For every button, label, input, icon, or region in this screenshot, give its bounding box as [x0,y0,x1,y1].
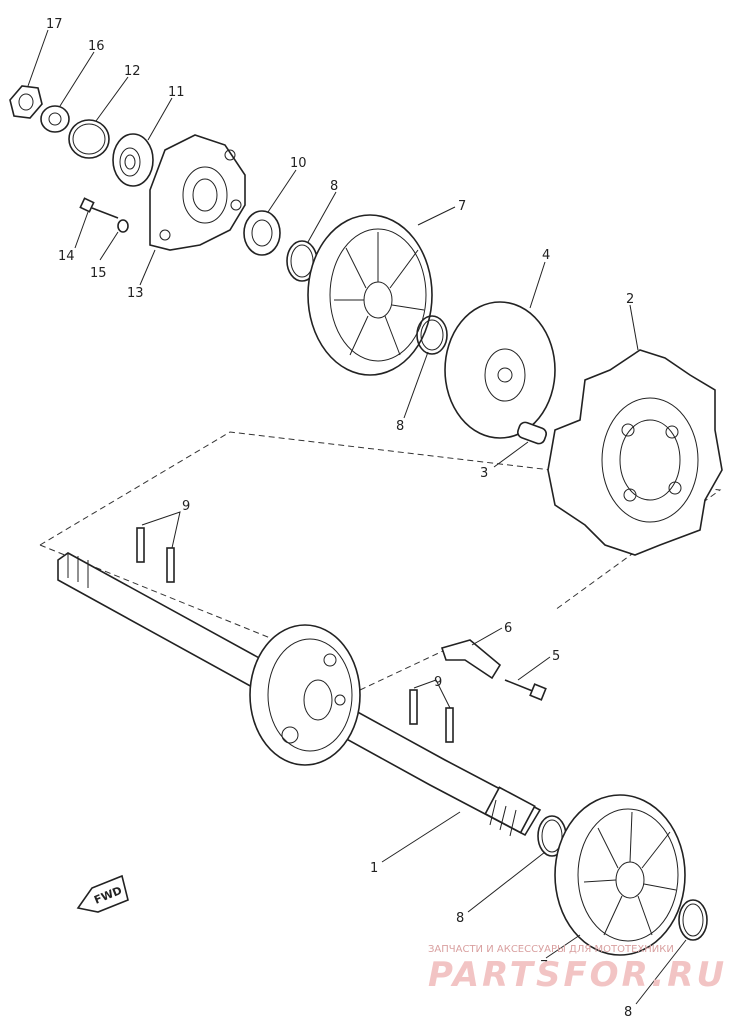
part-9-pins-lower[interactable] [409,689,454,743]
label-4: 4 [542,248,550,263]
label-7-lower: 7 [540,959,548,974]
part-11-bearing[interactable] [112,133,154,187]
part-15-washer[interactable] [117,219,129,233]
label-10: 10 [290,156,307,171]
label-3: 3 [480,466,488,481]
part-17-nut[interactable] [9,85,43,119]
part-7-idler-wheel-upper[interactable] [307,214,433,376]
label-6: 6 [504,621,512,636]
part-6-bracket[interactable] [440,639,502,680]
part-10-oil-seal[interactable] [243,210,281,256]
label-13: 13 [127,286,144,301]
watermark: ЗАПЧАСТИ И АКСЕССУАРЫ ДЛЯ МОТОТЕХНИКИ PA… [428,944,727,995]
label-12: 12 [124,64,141,79]
part-8-ring-middle[interactable] [416,315,448,355]
part-labels: 17 16 12 11 10 8 7 14 15 13 4 2 8 3 9 6 … [46,17,634,1020]
label-8-upper: 8 [330,179,338,194]
label-8-middle: 8 [396,419,404,434]
label-14: 14 [58,249,75,264]
label-2: 2 [626,292,634,307]
label-15: 15 [90,266,107,281]
label-11: 11 [168,85,185,100]
label-16: 16 [88,39,105,54]
watermark-site: PARTSFOR.RU [428,955,727,995]
part-3-collar[interactable] [516,421,548,446]
part-12-circlip[interactable] [68,119,110,159]
watermark-tagline: ЗАПЧАСТИ И АКСЕССУАРЫ ДЛЯ МОТОТЕХНИКИ [428,944,674,955]
label-8-lower: 8 [456,911,464,926]
label-17: 17 [46,17,63,32]
part-4-plate[interactable] [444,301,556,439]
assembly-dashed-line [39,544,301,651]
label-9-upper: 9 [182,499,190,514]
part-14-bolt[interactable] [79,197,119,219]
label-5: 5 [552,649,560,664]
label-7-upper: 7 [458,199,466,214]
label-8-bottom: 8 [624,1005,632,1020]
assembly-dashed-frame [39,431,722,611]
part-16-washer[interactable] [40,105,70,133]
shaft-flange[interactable] [249,624,361,766]
part-5-bolt[interactable] [504,679,547,701]
fwd-arrow: FWD [76,874,129,913]
part-13-bearing-housing[interactable] [149,134,246,251]
part-7-idler-wheel-lower[interactable] [554,794,686,956]
label-1: 1 [370,861,378,876]
part-8-ring-bottom[interactable] [678,899,708,941]
label-9-lower: 9 [434,675,442,690]
part-9-pins-upper[interactable] [136,527,175,583]
part-2-sprocket[interactable] [547,349,723,556]
leader-lines [27,29,687,1005]
bracket-dashed-line [359,649,446,691]
